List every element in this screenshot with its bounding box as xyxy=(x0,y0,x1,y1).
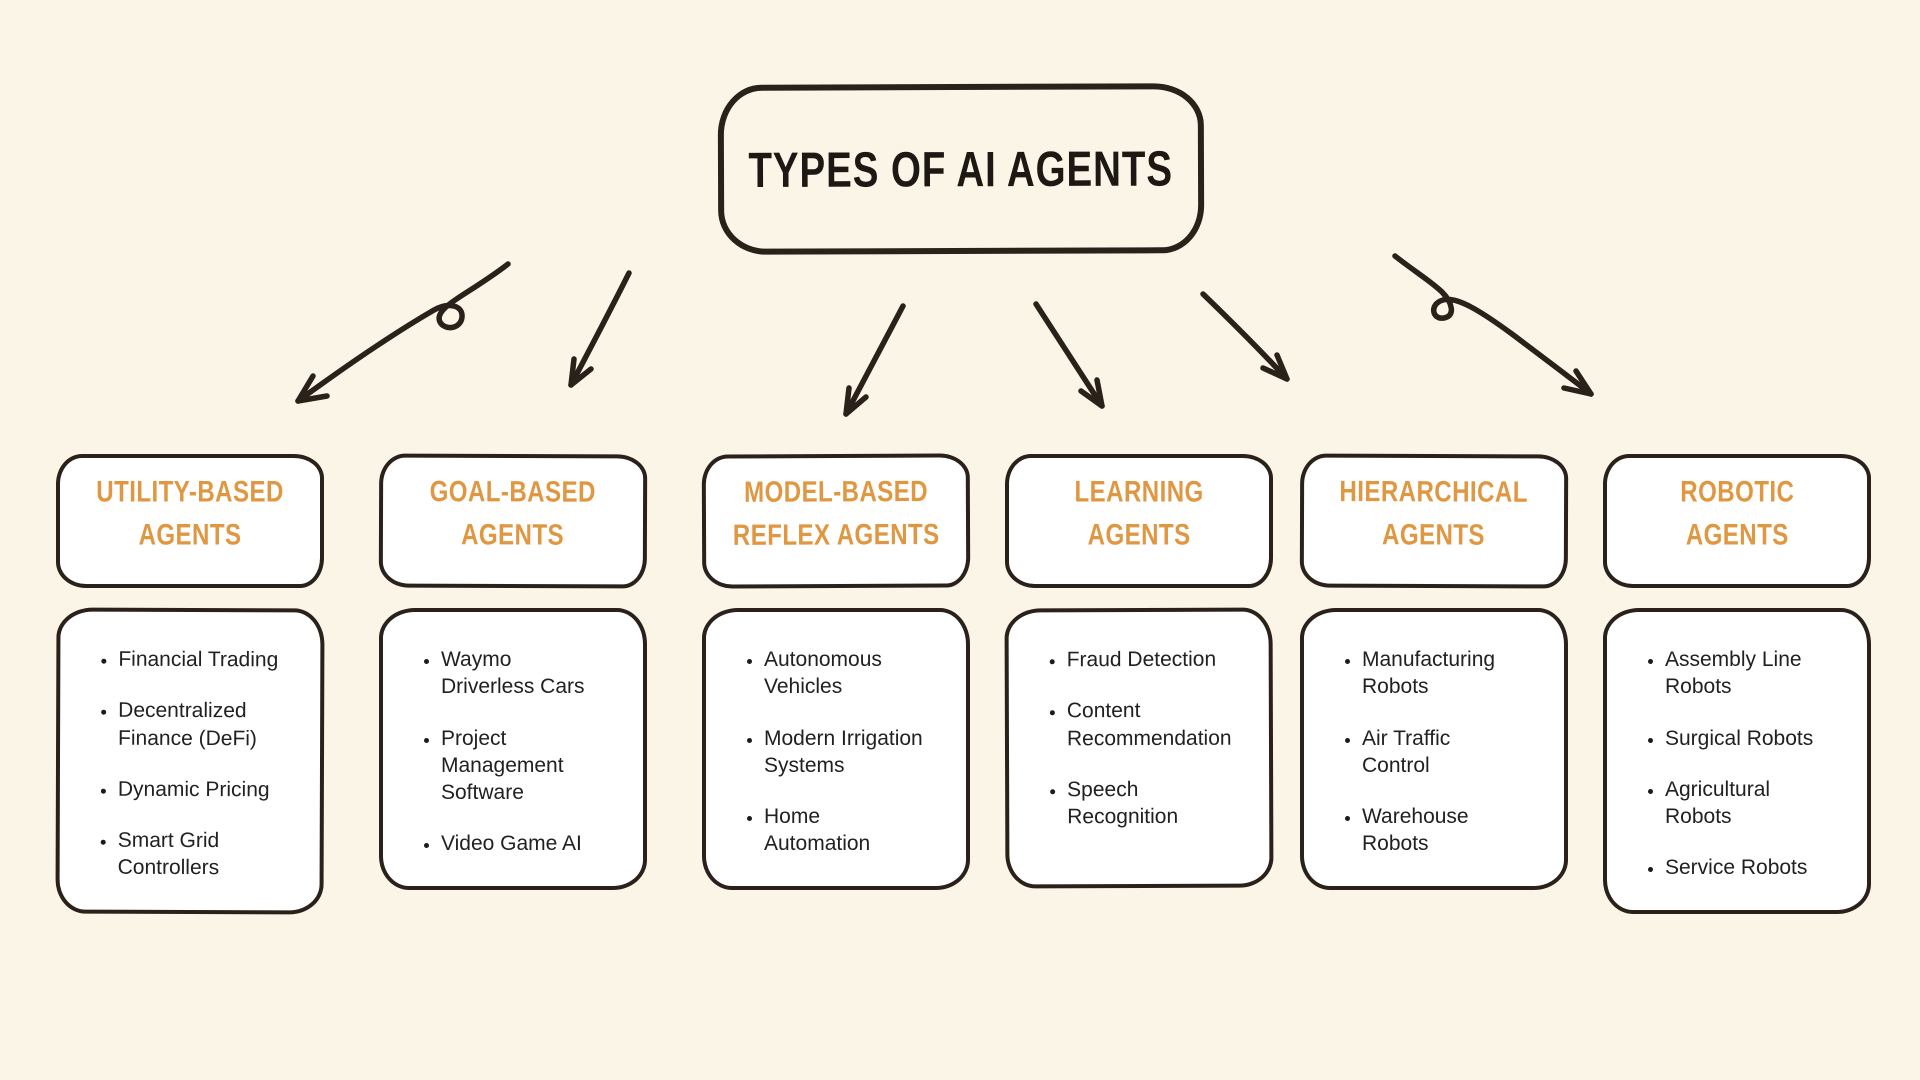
column-utility-based-agents: UTILITY-BASED AGENTS Financial Trading D… xyxy=(55,454,325,915)
column-learning-agents: LEARNING AGENTS Fraud Detection Content … xyxy=(1004,454,1274,889)
column-goal-based-agents: GOAL-BASED AGENTS Waymo Driverless Cars … xyxy=(378,453,648,890)
list-item: Fraud Detection xyxy=(1067,646,1255,674)
straight-arrow-down-right-icon xyxy=(1033,301,1105,409)
example-list: Assembly Line Robots Surgical Robots Agr… xyxy=(1613,646,1853,882)
list-item: Assembly Line Robots xyxy=(1665,646,1853,701)
example-list: Manufacturing Robots Air Traffic Control… xyxy=(1310,646,1550,858)
header-box-hierarchical-agents: HIERARCHICAL AGENTS xyxy=(1299,453,1569,589)
list-item: Agricultural Robots xyxy=(1665,776,1853,831)
list-item: Air Traffic Control xyxy=(1362,725,1550,780)
column-heading: UTILITY-BASED AGENTS xyxy=(96,475,284,551)
list-box-robotic-agents: Assembly Line Robots Surgical Robots Agr… xyxy=(1603,608,1871,914)
list-box-hierarchical-agents: Manufacturing Robots Air Traffic Control… xyxy=(1300,608,1568,890)
list-item: Decentralized Finance (DeFi) xyxy=(118,697,306,752)
straight-arrow-down-left-icon xyxy=(568,270,632,388)
column-heading: MODEL-BASED REFLEX AGENTS xyxy=(732,475,940,552)
example-list: Financial Trading Decentralized Finance … xyxy=(66,646,307,883)
list-item: Smart Grid Controllers xyxy=(118,827,306,882)
curled-arrow-down-left-icon xyxy=(295,261,511,404)
list-item: Project Management Software xyxy=(441,725,629,807)
column-model-based-reflex-agents: MODEL-BASED REFLEX AGENTS Autonomous Veh… xyxy=(701,453,971,890)
header-box-model-based-reflex-agents: MODEL-BASED REFLEX AGENTS xyxy=(701,453,971,589)
curled-arrow-down-right-icon xyxy=(1392,253,1594,397)
example-list: Waymo Driverless Cars Project Management… xyxy=(389,646,629,858)
straight-arrow-down-right-icon xyxy=(1200,291,1290,382)
column-robotic-agents: ROBOTIC AGENTS Assembly Line Robots Surg… xyxy=(1603,454,1871,914)
list-item: Home Automation xyxy=(764,803,952,858)
list-item: Service Robots xyxy=(1665,854,1853,881)
list-item: Warehouse Robots xyxy=(1362,803,1550,858)
list-box-learning-agents: Fraud Detection Content Recommendation S… xyxy=(1004,607,1274,889)
column-heading: GOAL-BASED AGENTS xyxy=(429,475,597,551)
header-box-learning-agents: LEARNING AGENTS xyxy=(1005,454,1273,588)
list-item: Autonomous Vehicles xyxy=(764,646,952,701)
list-box-model-based-reflex-agents: Autonomous Vehicles Modern Irrigation Sy… xyxy=(702,608,970,890)
header-box-utility-based-agents: UTILITY-BASED AGENTS xyxy=(56,454,324,588)
connector-arrows xyxy=(295,253,1594,417)
list-item: Waymo Driverless Cars xyxy=(441,646,629,701)
header-box-goal-based-agents: GOAL-BASED AGENTS xyxy=(378,453,648,589)
page-title: TYPES OF AI AGENTS xyxy=(748,140,1174,198)
column-heading: ROBOTIC AGENTS xyxy=(1679,475,1795,551)
list-item: Surgical Robots xyxy=(1665,725,1853,752)
list-item: Financial Trading xyxy=(118,646,306,674)
list-item: Dynamic Pricing xyxy=(118,776,306,804)
list-item: Video Game AI xyxy=(441,830,629,857)
example-list: Fraud Detection Content Recommendation S… xyxy=(1015,646,1256,831)
list-item: Speech Recognition xyxy=(1067,775,1255,830)
column-heading: LEARNING AGENTS xyxy=(1074,475,1204,551)
list-box-goal-based-agents: Waymo Driverless Cars Project Management… xyxy=(379,608,647,890)
list-item: Manufacturing Robots xyxy=(1362,646,1550,701)
list-box-utility-based-agents: Financial Trading Decentralized Finance … xyxy=(55,607,325,915)
header-box-robotic-agents: ROBOTIC AGENTS xyxy=(1603,454,1871,588)
list-item: Modern Irrigation Systems xyxy=(764,725,952,780)
column-heading: HIERARCHICAL AGENTS xyxy=(1339,475,1529,551)
list-item: Content Recommendation xyxy=(1067,697,1255,752)
column-hierarchical-agents: HIERARCHICAL AGENTS Manufacturing Robots… xyxy=(1299,453,1569,890)
example-list: Autonomous Vehicles Modern Irrigation Sy… xyxy=(712,646,952,858)
straight-arrow-down-left-icon xyxy=(843,303,906,417)
